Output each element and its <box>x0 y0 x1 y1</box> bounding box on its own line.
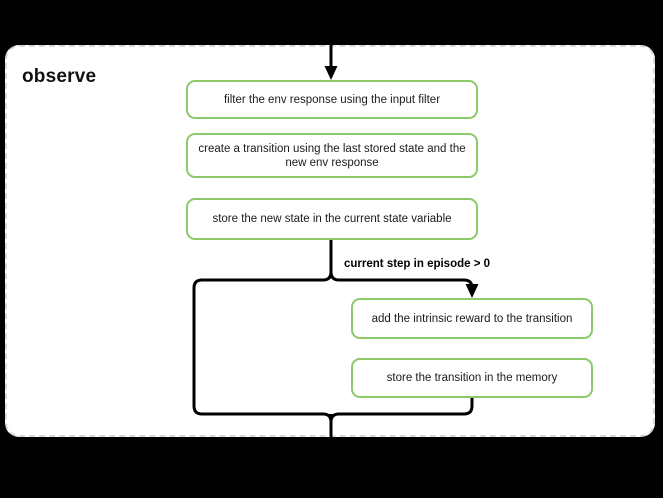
edge-condition-label: current step in episode > 0 <box>344 258 491 270</box>
node-store-state[interactable]: store the new state in the current state… <box>186 198 478 240</box>
node-store-state-label: store the new state in the current state… <box>212 213 452 225</box>
node-store-transition[interactable]: store the transition in the memory <box>351 358 593 398</box>
node-create-transition[interactable]: create a transition using the last store… <box>186 133 478 178</box>
node-add-intrinsic-reward[interactable]: add the intrinsic reward to the transiti… <box>351 298 593 339</box>
node-create-transition-label: create a transition using the last store… <box>198 142 466 169</box>
node-filter[interactable]: filter the env response using the input … <box>186 80 478 119</box>
group-title: observe <box>22 66 97 87</box>
node-filter-label: filter the env response using the input … <box>223 93 441 106</box>
node-add-intrinsic-reward-label: add the intrinsic reward to the transiti… <box>371 312 573 325</box>
node-store-transition-label: store the transition in the memory <box>386 372 558 384</box>
